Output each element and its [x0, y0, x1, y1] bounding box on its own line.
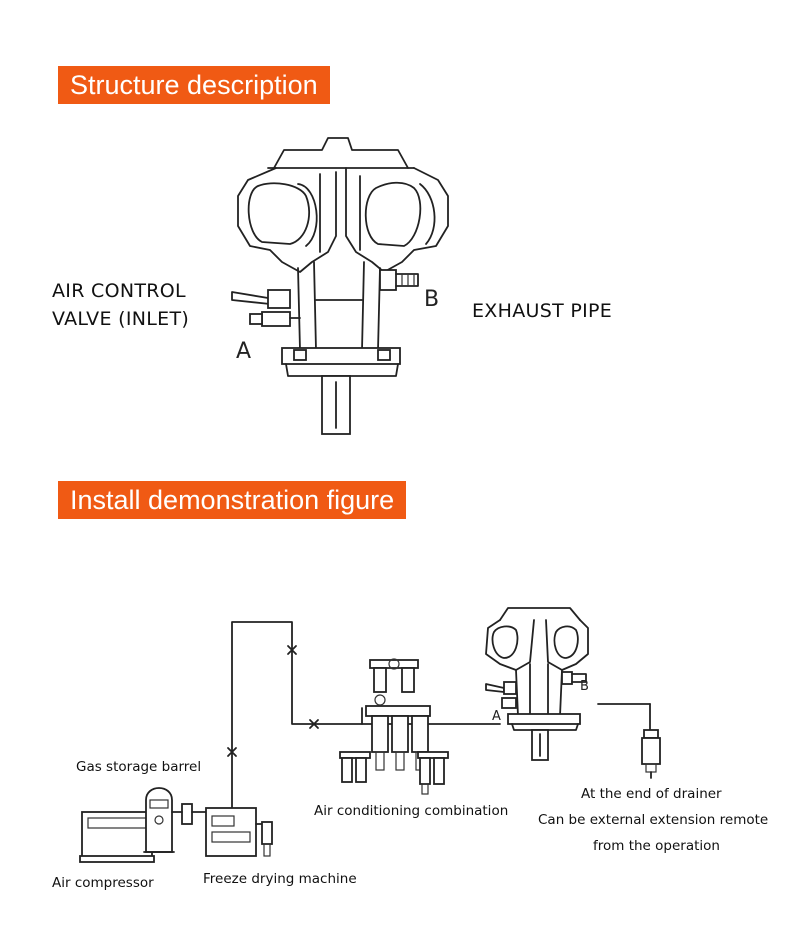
small-port-a-marker: A	[492, 709, 501, 724]
drainer-label-line2: Can be external extension remote	[538, 812, 769, 828]
pump-structure-drawing: B A	[231, 137, 449, 435]
install-demonstration-banner: Install demonstration figure	[58, 481, 407, 519]
air-compressor-label: Air compressor	[52, 875, 154, 891]
port-a-marker: A	[236, 339, 251, 364]
small-pump: B A	[485, 607, 589, 761]
small-port-b-marker: B	[580, 679, 589, 694]
drainer-filter	[641, 729, 661, 779]
gas-storage-tank	[145, 787, 173, 853]
drainer-label-line1: At the end of drainer	[581, 786, 722, 802]
inlet-label-line1: AIR CONTROL	[52, 280, 186, 302]
air-conditioning-unit	[365, 694, 431, 771]
freeze-drying-label: Freeze drying machine	[203, 871, 357, 887]
port-b-marker: B	[424, 287, 439, 312]
gas-storage-label: Gas storage barrel	[76, 759, 202, 775]
exhaust-pipe-label: EXHAUST PIPE	[472, 300, 613, 322]
air-conditioning-label: Air conditioning combination	[314, 803, 509, 819]
inlet-label-line2: VALVE (INLET)	[52, 308, 190, 330]
structure-description-banner: Structure description	[58, 66, 330, 104]
drainer-label-line3: from the operation	[593, 838, 720, 854]
air-compressor-box	[81, 811, 153, 859]
